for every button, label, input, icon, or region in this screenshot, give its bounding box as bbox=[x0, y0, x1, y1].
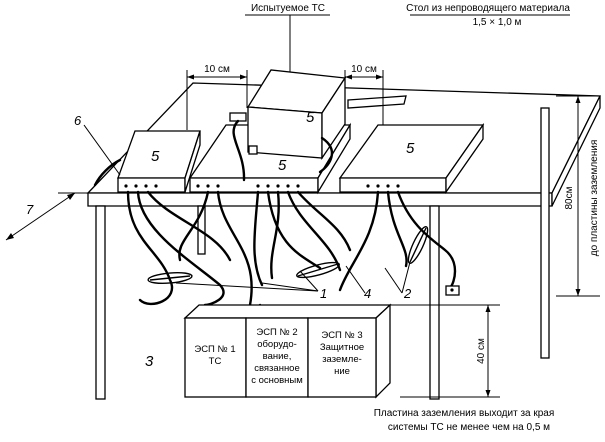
callout-box-top: 5 bbox=[306, 109, 315, 126]
label-spacing-right: 10 см bbox=[351, 64, 377, 75]
label-device-under-test: Испытуемое ТС bbox=[251, 3, 325, 14]
callout-3: 3 bbox=[145, 353, 154, 370]
callout-1: 1 bbox=[320, 286, 327, 301]
label-table-size: 1,5 × 1,0 м bbox=[473, 17, 522, 28]
ground-note-line-2: системы ТС не менее чем на 0,5 м bbox=[388, 422, 550, 433]
lisn-2-line-5: с основным bbox=[251, 375, 303, 386]
connector-dots bbox=[124, 184, 400, 188]
cube-port bbox=[248, 145, 258, 155]
lisn-group: ЭСП № 1 ТС ЭСП № 2 оборудо- вание, связа… bbox=[183, 303, 392, 399]
lisn-side bbox=[375, 303, 391, 399]
label-spacing-left: 10 см bbox=[204, 64, 230, 75]
label-table-title: Стол из непроводящего материала bbox=[406, 3, 570, 14]
lisn-2-line-1: ЭСП № 2 bbox=[256, 327, 297, 338]
table-front-edge bbox=[87, 192, 553, 207]
box-center-side bbox=[317, 122, 351, 195]
lisn-1-line-1: ЭСП № 1 bbox=[194, 344, 235, 355]
label-height-table-sub: до пластины заземления bbox=[589, 140, 600, 257]
lisn-3-line-4: ние bbox=[334, 366, 350, 377]
lisn-3-line-3: заземле- bbox=[322, 354, 362, 365]
callout-4: 4 bbox=[364, 286, 371, 301]
table-leg-front-left bbox=[95, 205, 106, 400]
lisn-1-line-2: ТС bbox=[209, 356, 222, 367]
table-leg-back-right bbox=[540, 107, 550, 359]
lisn-2-line-3: вание, bbox=[263, 351, 292, 362]
callout-2: 2 bbox=[403, 286, 412, 301]
callout-box-right: 5 bbox=[406, 140, 415, 157]
callout-6: 6 bbox=[74, 113, 82, 128]
label-height-lisn: 40 см bbox=[476, 338, 487, 364]
lisn-3-line-1: ЭСП № 3 bbox=[321, 330, 362, 341]
lisn-3 bbox=[307, 317, 377, 398]
equipment-boxes bbox=[117, 69, 485, 195]
box-right-front bbox=[339, 177, 447, 193]
ground-note-line-1: Пластина заземления выходит за края bbox=[374, 408, 555, 419]
lisn-2-line-4: связанное bbox=[254, 363, 300, 374]
lisn-top bbox=[183, 304, 392, 319]
leaders bbox=[83, 14, 570, 294]
box-right-side bbox=[445, 122, 484, 195]
dimensions bbox=[5, 70, 600, 398]
twisted-pairs bbox=[147, 226, 429, 285]
box-left-side bbox=[184, 130, 201, 193]
callout-7: 7 bbox=[26, 202, 34, 217]
lisn-2-line-2: оборудо- bbox=[257, 339, 297, 350]
lisn-3-line-2: Защитное bbox=[320, 342, 364, 353]
cube-connector bbox=[229, 112, 247, 122]
lisn-1 bbox=[184, 317, 247, 398]
lisn-2 bbox=[245, 317, 309, 398]
label-height-table: 80см bbox=[564, 186, 575, 209]
table-side-edge bbox=[551, 95, 601, 207]
rear-bar bbox=[347, 95, 407, 109]
callout-box-left: 5 bbox=[151, 148, 160, 165]
box-left-front bbox=[117, 177, 186, 193]
callout-box-center: 5 bbox=[278, 157, 287, 174]
cube-side bbox=[321, 75, 346, 161]
table-leg-front-right bbox=[429, 205, 440, 400]
